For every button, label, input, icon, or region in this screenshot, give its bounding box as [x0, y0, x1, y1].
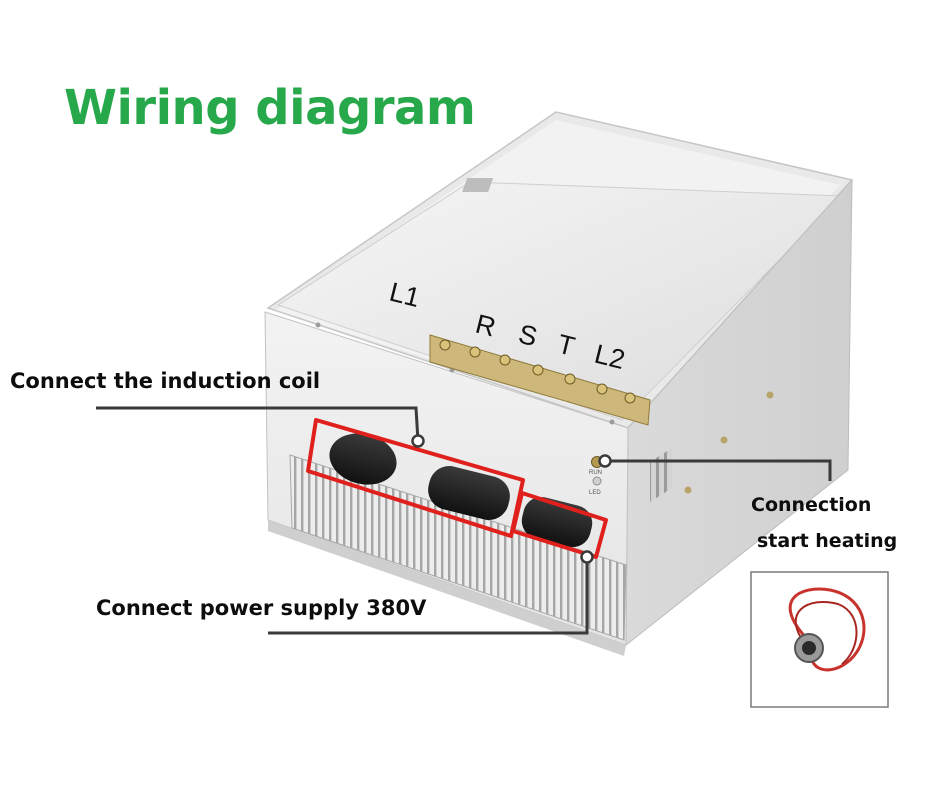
callout-connection-line1: Connection [751, 494, 872, 516]
front-screw [609, 419, 615, 425]
leader-dot-power-supply [580, 550, 594, 564]
highlight-power-supply [511, 491, 608, 559]
side-bolt [766, 391, 774, 399]
connector-cable [788, 587, 866, 672]
terminal-post [499, 354, 511, 366]
output-port-center [428, 465, 510, 521]
cover-slot [462, 178, 494, 192]
connector-cable [794, 600, 858, 665]
leader-line-power-supply [268, 557, 589, 635]
leader-line-induction-coil [96, 406, 420, 442]
terminal-block [429, 334, 651, 426]
terminal-post [469, 346, 481, 358]
terminal-label-l2: L2 [592, 339, 628, 375]
output-port-left [329, 433, 397, 485]
enclosure-base [268, 520, 626, 656]
connector-plug-core [802, 641, 816, 655]
side-bolt [720, 436, 728, 444]
leader-dot-connection [598, 454, 612, 468]
highlight-induction-coil [306, 418, 525, 538]
terminal-post [564, 373, 576, 385]
terminal-label-t: T [555, 329, 578, 362]
leader-line-connection [605, 459, 832, 481]
terminal-post [439, 339, 451, 351]
indicator-label-top: RUN [589, 470, 602, 476]
indicator-led [592, 476, 602, 486]
terminal-post [596, 383, 608, 395]
terminal-label-l1: L1 [387, 277, 423, 313]
front-screw [315, 322, 321, 328]
callout-induction-coil: Connect the induction coil [10, 369, 321, 393]
side-bolt [684, 486, 692, 494]
leader-dot-induction-coil [411, 434, 425, 448]
terminal-post [624, 392, 636, 404]
page-title: Wiring diagram [64, 80, 476, 136]
terminal-post [532, 364, 544, 376]
callout-power-supply: Connect power supply 380V [96, 596, 427, 620]
indicator-label-bottom: LED [589, 490, 601, 496]
callout-connection-line2: start heating [757, 530, 898, 552]
